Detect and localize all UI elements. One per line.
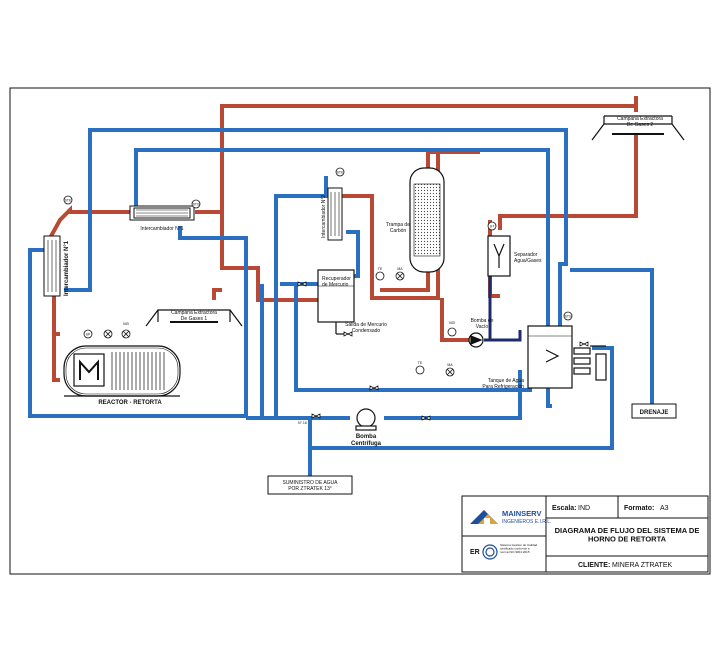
drenaje-label: DRENAJE — [640, 410, 669, 416]
tag-sp: SP — [86, 333, 91, 337]
campana-1 — [145, 309, 243, 327]
instrument-tags: STE STS STE ST STS SP M3 TE MA TE MA M3 — [65, 171, 572, 368]
company-sub: INGENIEROS E.I.R.L. — [502, 519, 551, 525]
valve-note: N° 16 — [298, 421, 307, 425]
company-logo — [470, 510, 498, 524]
cliente-label: CLIENTE: — [578, 562, 610, 569]
reactor-label: REACTOR - RETORTA — [98, 400, 162, 406]
campana-2 — [591, 115, 685, 141]
intercambiador-2-label: Intercambiador N°2 — [321, 195, 327, 238]
intercambiador-1-vertical — [43, 235, 61, 297]
tag-ma-2: MA — [447, 363, 453, 367]
bomba-centrifuga — [355, 408, 377, 431]
escala-value: IND — [578, 505, 590, 512]
formato-label: Formato: — [624, 505, 654, 512]
reactor-retorta — [63, 345, 181, 397]
bomba-vacio — [468, 332, 484, 348]
intercambiador-1-label: Intercambiador N°1 — [140, 226, 183, 232]
intercambiador-1-side-label: Intercambiador N°1 — [64, 240, 70, 296]
recuperador-mercurio — [317, 269, 355, 335]
tag-m3-1: M3 — [123, 321, 129, 326]
instruments — [63, 167, 573, 377]
trampa-carbon — [409, 167, 445, 273]
suministro-box — [267, 475, 353, 495]
tag-te-1: TE — [378, 267, 383, 271]
tag-sts-1: STS — [193, 203, 200, 207]
tag-m3-2: M3 — [449, 320, 455, 325]
separador — [487, 235, 511, 277]
escala-label: Escala: — [552, 505, 577, 512]
intercambiador-1 — [129, 205, 195, 221]
intercambiador-2 — [327, 187, 343, 241]
cert-mark: ER — [470, 549, 480, 556]
tag-ste-1: STE — [65, 199, 72, 203]
tag-sts-2: STS — [565, 315, 572, 319]
cliente-value: MINERA ZTRATEK — [612, 562, 672, 569]
tag-ma-1: MA — [397, 267, 403, 271]
company-name: MAINSERV — [502, 509, 541, 518]
formato-value: A3 — [660, 505, 669, 512]
valves — [297, 281, 589, 421]
tag-te-2: TE — [418, 361, 423, 365]
tanque-agua — [527, 325, 607, 389]
tag-ste-2: STE — [337, 171, 344, 175]
cert-seal — [482, 544, 498, 560]
title-block — [461, 495, 709, 573]
dark-pipes — [484, 262, 522, 342]
drenaje-box — [631, 403, 677, 419]
tag-st: ST — [490, 225, 495, 229]
